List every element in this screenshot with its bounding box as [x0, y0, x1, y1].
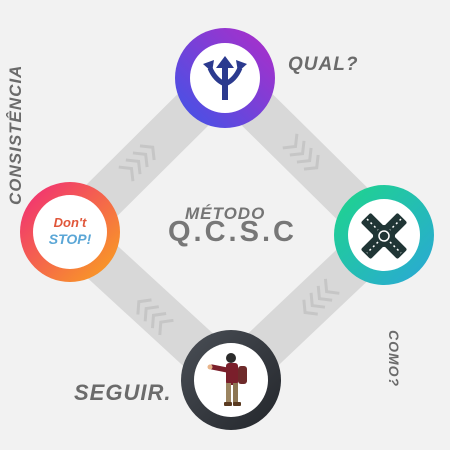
chevrons-left-top — [118, 144, 156, 182]
label-qcsc: Q.C.S.C — [168, 216, 297, 248]
hitchhiker-icon — [207, 353, 247, 406]
chevrons-right-bottom — [302, 278, 340, 316]
label-metodo: MÉTODO — [185, 204, 266, 223]
dont-stop-badge-icon: Don't STOP! — [49, 215, 92, 247]
node-como — [334, 185, 434, 285]
chevrons-top-right — [282, 133, 320, 171]
chevrons-bottom-left — [136, 298, 174, 336]
label-qual: QUAL? — [288, 54, 359, 75]
label-como: COMO? — [386, 330, 402, 388]
label-consistencia: CONSISTÊNCIA — [6, 64, 25, 205]
badge-line2: STOP! — [49, 231, 92, 247]
node-consistencia: Don't STOP! — [20, 182, 120, 282]
crossroads-icon — [361, 213, 407, 259]
badge-line1: Don't — [54, 215, 87, 230]
node-seguir — [181, 330, 281, 430]
road-chevrons — [118, 133, 340, 336]
node-qual — [175, 28, 275, 128]
diverging-arrows-icon — [203, 56, 247, 100]
label-seguir: SEGUIR. — [74, 380, 172, 405]
